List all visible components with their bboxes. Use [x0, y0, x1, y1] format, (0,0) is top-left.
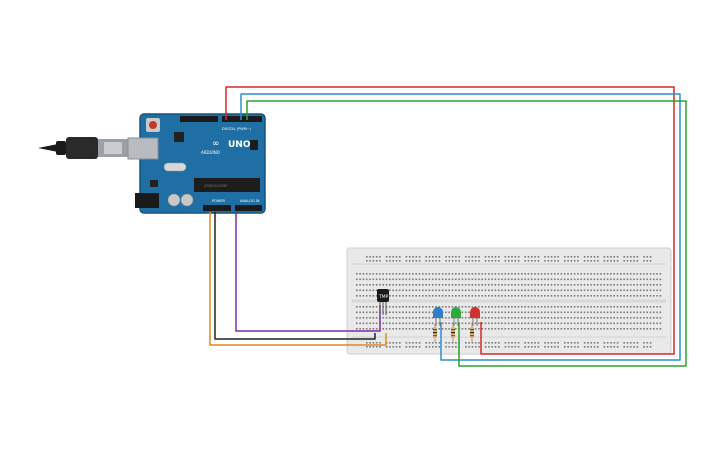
temperature-sensor[interactable]: TMP — [377, 289, 389, 315]
resistor-3[interactable] — [470, 324, 474, 342]
wire-red — [225, 86, 675, 355]
chip-label: ATMEGA328P — [204, 184, 227, 188]
arduino-uno-board[interactable]: ∞ UNO ARDUINO DIGITAL (PWM~) POWER ANALO… — [127, 113, 266, 214]
digital-header-label: DIGITAL (PWM~) — [222, 127, 252, 131]
wire-black — [214, 212, 376, 340]
sensor-label: TMP — [378, 294, 389, 300]
arduino-logo-word: ARDUINO — [201, 150, 220, 155]
resistor-1[interactable] — [433, 324, 437, 342]
atmega-chip — [194, 178, 260, 192]
wires — [209, 86, 687, 367]
usb-cable — [38, 137, 128, 159]
resistor-2[interactable] — [451, 324, 455, 342]
analog-header-label: ANALOG IN — [240, 199, 260, 203]
wire-purple — [235, 212, 381, 332]
led-green[interactable] — [451, 307, 461, 326]
board-brand-label: UNO — [228, 140, 251, 150]
power-header-label: POWER — [212, 199, 226, 203]
breadboard[interactable] — [346, 247, 672, 355]
breadboard-holes — [356, 256, 662, 348]
arduino-logo-symbol: ∞ — [212, 139, 220, 149]
wire-green — [246, 100, 687, 367]
led-red[interactable] — [470, 307, 480, 326]
wire-orange — [209, 212, 387, 346]
wire-blue — [240, 93, 681, 361]
led-blue[interactable] — [433, 307, 443, 326]
